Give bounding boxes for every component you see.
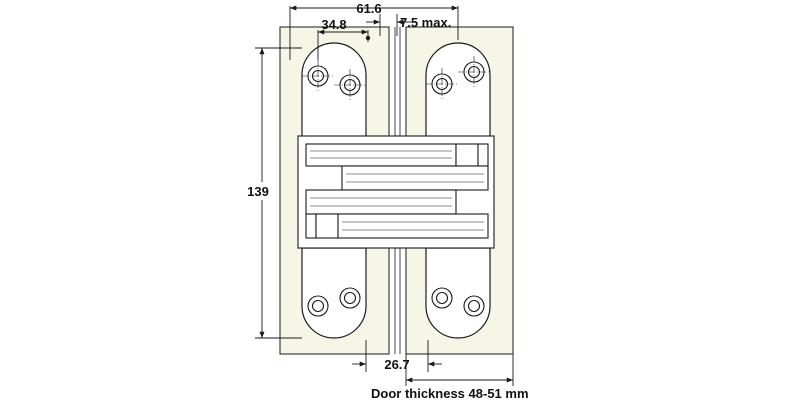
hinge-arm-3: [305, 189, 457, 215]
dimension-overall-width: [289, 5, 459, 60]
dim-label-overall-width: 61.6: [356, 1, 381, 16]
screw-hole-icon: [307, 61, 485, 317]
dimension-door-thickness: [405, 354, 514, 386]
dim-label-door-thickness: Door thickness 48-51 mm: [371, 386, 529, 400]
dim-label-gap: 7.5 max.: [400, 15, 451, 30]
dimension-gap: [366, 14, 411, 36]
dim-label-body-width: 26.7: [384, 357, 409, 372]
hinge-arm-2: [341, 165, 489, 191]
dim-label-screw-offset: 34.8: [321, 17, 346, 32]
hinge-arm-1: [305, 143, 457, 167]
dim-label-height: 139: [247, 184, 269, 199]
dimension-body-width: [352, 340, 442, 372]
hinge-arm-4: [337, 213, 489, 239]
hinge-mechanism: [297, 135, 495, 249]
